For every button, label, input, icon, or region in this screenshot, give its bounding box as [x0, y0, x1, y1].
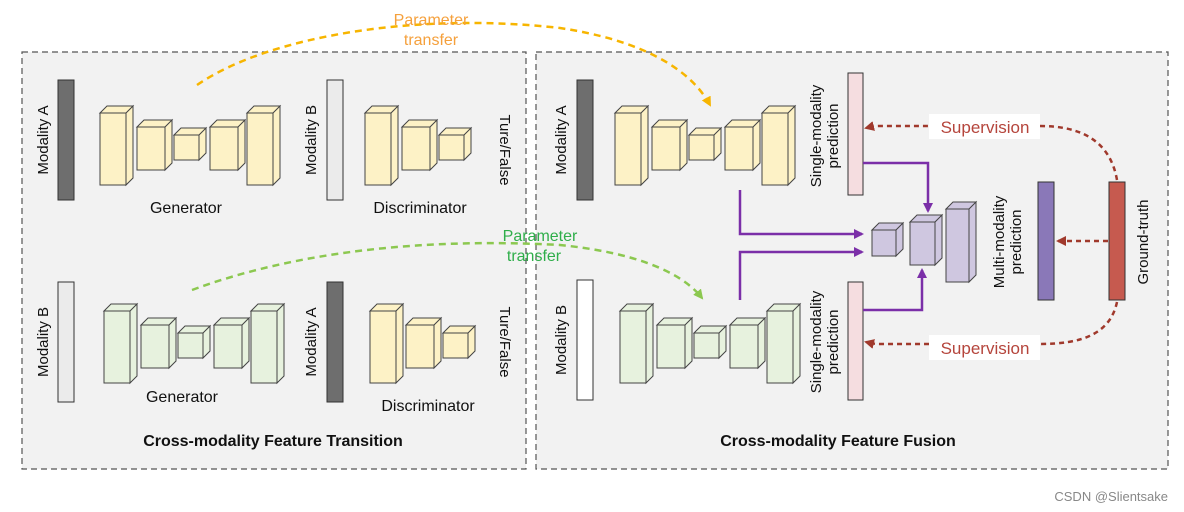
multi-pred-line1: Multi-modality: [991, 195, 1008, 288]
modality-b-fusion-label: Modality B: [553, 305, 570, 375]
ground-truth-label: Ground-truth: [1135, 199, 1152, 284]
parameter-transfer-arrow-bottom: [191, 241, 704, 300]
single-pred-top-line2: prediction: [825, 103, 842, 168]
single-pred-to-fusion-bottom: [863, 268, 927, 312]
discriminator-bottom: [368, 302, 477, 385]
modality-a-disc-label: Modality A: [303, 307, 320, 376]
parameter-transfer-bottom-line1: Parameter: [503, 228, 578, 245]
parameter-transfer-top-line1: Parameter: [394, 12, 469, 29]
generator-top: [98, 104, 282, 187]
parameter-transfer-top-line2: transfer: [404, 32, 459, 49]
encoder-top: [613, 104, 797, 187]
left-panel-title: Cross-modality Feature Transition: [143, 433, 403, 450]
modality-b-input-label: Modality B: [35, 307, 52, 377]
modality-b-fusion-bar: [576, 279, 594, 401]
supervision-top-label: Supervision: [941, 118, 1030, 137]
single-pred-top-line1: Single-modality: [808, 84, 825, 187]
modality-a-fusion-label: Modality A: [553, 105, 570, 174]
single-modality-prediction-bar-bottom: [847, 281, 864, 401]
discriminator-top: [363, 104, 473, 187]
modality-b-input-bar: [57, 281, 75, 403]
modality-b-disc-bar: [326, 79, 344, 201]
supervision-arrow-top: [864, 121, 1119, 181]
discriminator-bottom-label: Discriminator: [381, 398, 475, 415]
modality-b-disc-label: Modality B: [303, 105, 320, 175]
true-false-top-label: Ture/False: [496, 114, 513, 185]
supervision-top-label-bg: [929, 114, 1040, 139]
right-panel-title: Cross-modality Feature Fusion: [720, 433, 956, 450]
ground-truth-bar: [1108, 181, 1126, 301]
generator-top-label: Generator: [150, 200, 223, 217]
modality-a-input-label: Modality A: [35, 105, 52, 174]
fusion-blocks: [870, 200, 978, 284]
encoder-bottom: [618, 302, 802, 385]
parameter-transfer-bottom-line2: transfer: [507, 248, 562, 265]
watermark: CSDN @Slientsake: [1054, 489, 1168, 504]
supervision-bottom-label-bg: [929, 335, 1040, 360]
modality-a-disc-bar: [326, 281, 344, 403]
generator-bottom-label: Generator: [146, 389, 219, 406]
single-modality-prediction-bar-top: [847, 72, 864, 196]
modality-a-input-bar: [57, 79, 75, 201]
single-pred-to-fusion-top: [863, 161, 933, 213]
parameter-transfer-arrow-top: [196, 21, 712, 107]
multi-pred-line2: prediction: [1008, 209, 1025, 274]
true-false-bottom-label: Ture/False: [496, 306, 513, 377]
multi-modality-prediction-bar: [1037, 181, 1055, 301]
supervision-bottom-label: Supervision: [941, 339, 1030, 358]
fusion-arrow-top: [738, 190, 864, 239]
modality-a-fusion-bar: [576, 79, 594, 201]
generator-bottom: [102, 302, 286, 385]
discriminator-top-label: Discriminator: [373, 200, 467, 217]
single-pred-bottom-line1: Single-modality: [808, 290, 825, 393]
supervision-arrow-bottom: [864, 301, 1119, 349]
fusion-arrow-bottom: [738, 247, 864, 300]
single-pred-bottom-line2: prediction: [825, 309, 842, 374]
